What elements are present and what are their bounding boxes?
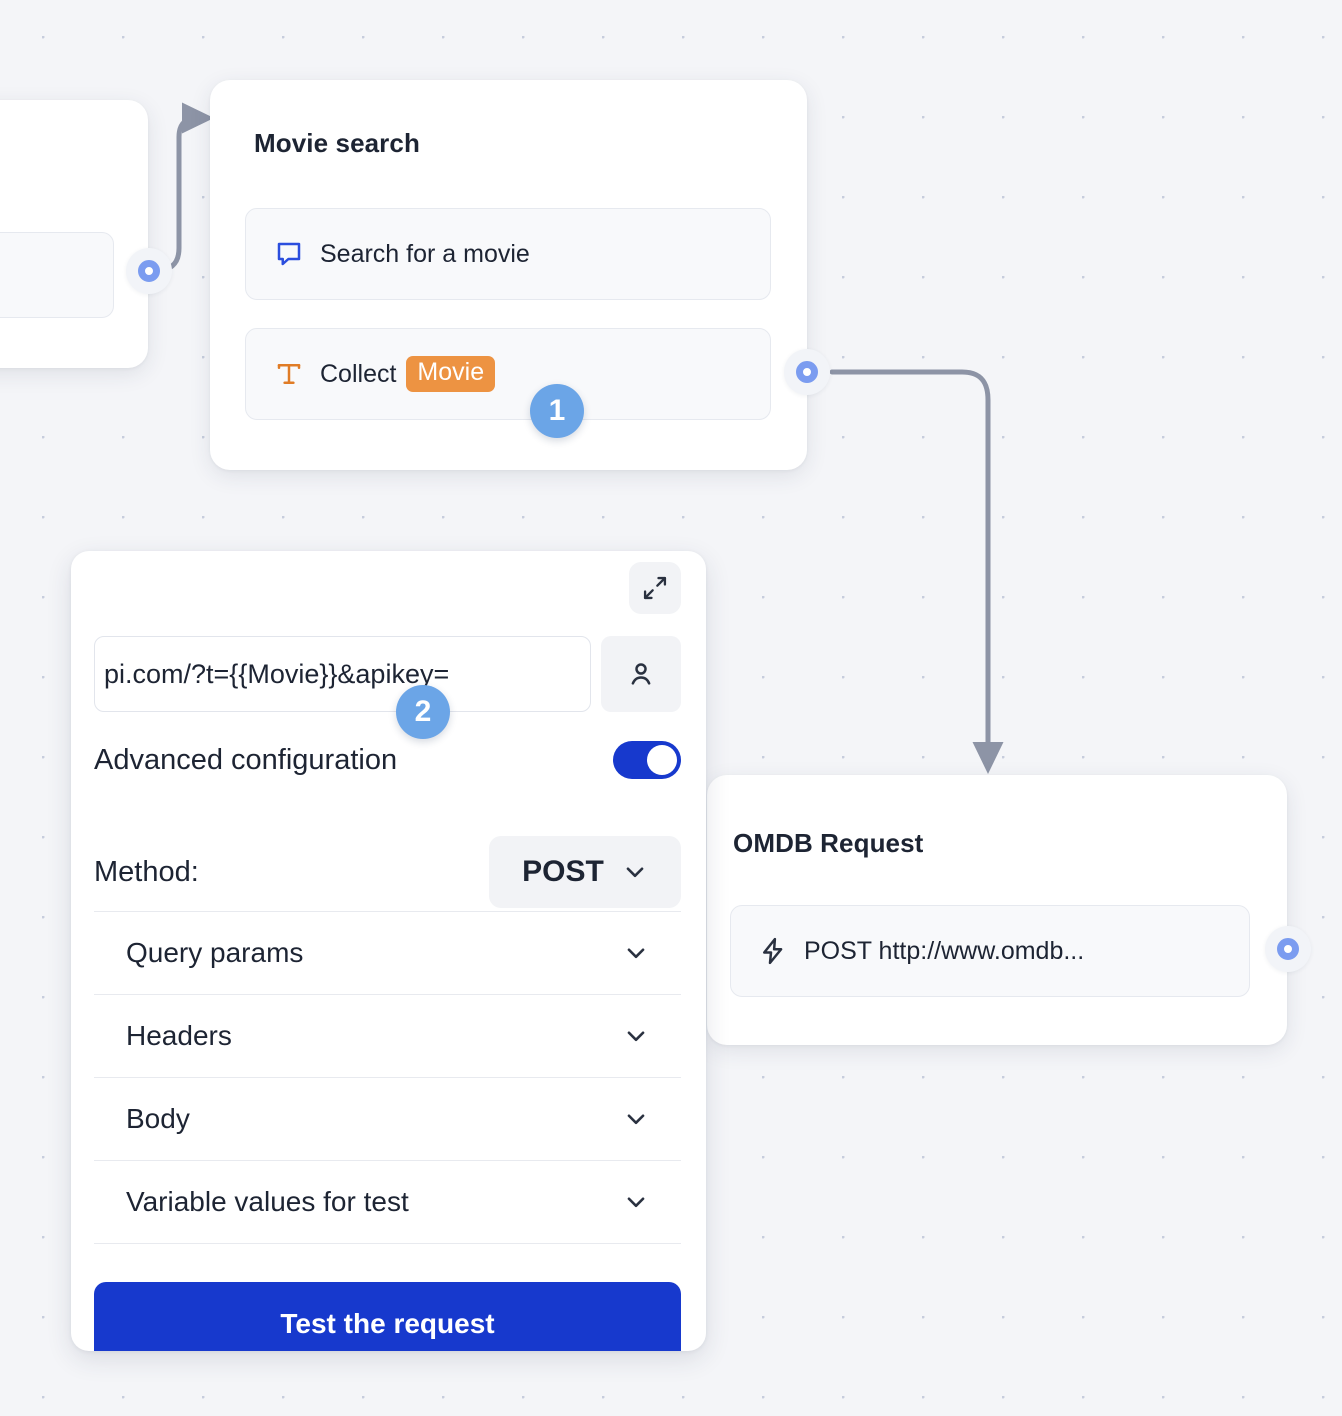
config-accordion: Query params Headers Body Variable value… [94,911,681,1244]
chevron-down-icon [623,940,649,966]
request-config-panel[interactable]: pi.com/?t={{Movie}}&apikey= Advanced con… [71,551,706,1351]
expand-diagonal-icon [641,574,669,602]
node-omdb-request[interactable]: OMDB Request POST http://www.omdb... [707,775,1287,1045]
node-movie-search[interactable]: Movie search Search for a movie Collect … [210,80,807,470]
auth-button[interactable] [601,636,681,712]
advanced-configuration-row[interactable]: Advanced configuration [94,741,681,779]
method-label: Method: [94,855,199,888]
connector-dot-movie-search-output[interactable] [784,349,830,395]
text-field-icon [274,359,304,389]
accordion-label: Variable values for test [126,1186,409,1217]
person-icon [626,659,656,689]
accordion-item-variable-values-for-test[interactable]: Variable values for test [94,1160,681,1244]
method-select[interactable]: POST [489,836,681,908]
node-row-label-post: POST http://www.omdb... [804,936,1085,965]
step-badge-1: 1 [530,384,584,438]
method-value: POST [522,855,604,888]
accordion-item-query-params[interactable]: Query params [94,911,681,994]
node-row-collect-movie[interactable]: Collect Movie [245,328,771,420]
accordion-item-headers[interactable]: Headers [94,994,681,1077]
collect-text: Collect [320,359,397,388]
node-row-label-collect: Collect Movie [320,356,496,392]
expand-button[interactable] [629,562,681,614]
variable-chip-movie[interactable]: Movie [406,356,496,392]
connector-dot-omdb-output[interactable] [1265,926,1311,972]
node-title-omdb: OMDB Request [733,828,924,858]
request-url-input[interactable]: pi.com/?t={{Movie}}&apikey= [94,636,591,712]
request-url-value: pi.com/?t={{Movie}}&apikey= [104,658,450,689]
accordion-label: Query params [126,937,304,968]
url-row[interactable]: pi.com/?t={{Movie}}&apikey= [94,636,681,712]
chevron-down-icon [623,1189,649,1215]
chevron-down-icon [623,1106,649,1132]
advanced-configuration-label: Advanced configuration [94,743,398,776]
chevron-down-icon [622,859,648,885]
test-the-request-button[interactable]: Test the request [94,1282,681,1351]
chevron-down-icon [623,1023,649,1049]
accordion-label: Body [126,1103,190,1134]
advanced-configuration-toggle[interactable] [613,741,681,779]
node-title-movie-search: Movie search [254,128,420,158]
accordion-label: Headers [126,1020,232,1051]
chat-bubble-icon [274,239,304,269]
toggle-knob [647,745,677,775]
lightning-bolt-icon [758,936,788,966]
node-row-label: Search for a movie [320,239,530,268]
method-row: Method: POST [94,836,681,908]
partial-node-card[interactable] [0,100,148,368]
connector-dot-partial-output[interactable] [126,248,172,294]
accordion-item-body[interactable]: Body [94,1077,681,1160]
node-row-post-request[interactable]: POST http://www.omdb... [730,905,1250,997]
partial-node-row[interactable] [0,232,114,318]
step-badge-2: 2 [396,685,450,739]
node-row-search-for-a-movie[interactable]: Search for a movie [245,208,771,300]
